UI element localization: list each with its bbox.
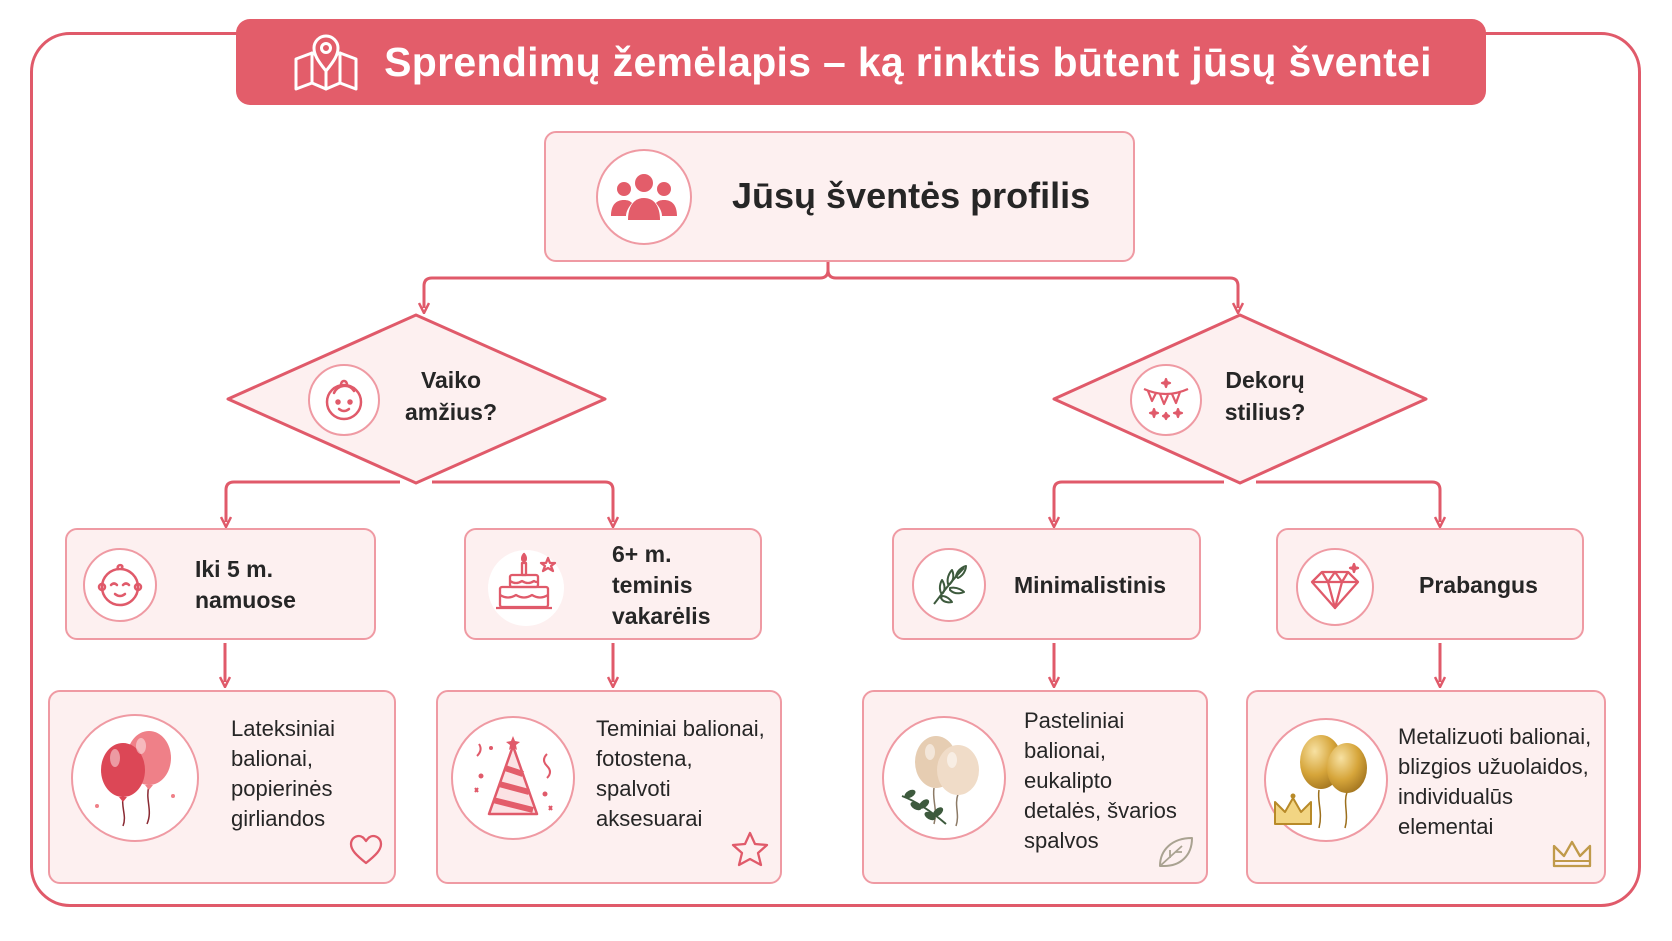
diamond-icon: [1310, 562, 1360, 610]
people-group-icon: [611, 174, 677, 220]
category-minimal-label: Minimalistinis: [1014, 572, 1167, 598]
map-pin-icon: [290, 31, 362, 93]
category-box-6plus: 6+ m. teminis vakarėlis: [464, 528, 762, 640]
root-label: Jūsų šventės profilis: [732, 175, 1091, 216]
child-face-icon: [325, 379, 363, 421]
connector-root-left: [424, 262, 830, 308]
category-under5-label: Iki 5 m. namuose: [195, 556, 296, 613]
category-6plus-label: 6+ m. teminis vakarėlis: [612, 541, 711, 629]
pastel-balloons-icon: [901, 736, 979, 827]
diamond-icon-circle: [1296, 548, 1374, 626]
heart-icon: [349, 834, 383, 865]
party-hat-icon-circle: [451, 716, 575, 840]
category-box-under5: Iki 5 m. namuose: [65, 528, 376, 640]
red-balloons-icon-circle: [71, 714, 199, 842]
title-banner: Sprendimų žemėlapis – ką rinktis būtent …: [236, 19, 1486, 105]
decision-diamond-style: Dekorų stilius?: [1050, 312, 1430, 486]
birthday-cake-icon: [488, 550, 564, 626]
connector-age-left: [226, 480, 400, 522]
star-icon: [731, 831, 769, 867]
leaf-icon: [1159, 837, 1193, 867]
eucalyptus-branch-icon: [933, 565, 967, 605]
connector-style-right: [1256, 480, 1440, 522]
result-pastel-text: Pasteliniai balionai, eukalipto detalės,…: [1024, 708, 1177, 853]
crown-icon: [1552, 840, 1592, 868]
connector-age-right: [432, 480, 613, 522]
root-node: Jūsų šventės profilis: [544, 131, 1135, 262]
bunting-icon-circle: [1130, 364, 1202, 436]
connector-root-right: [826, 262, 1238, 308]
result-themed-text: Teminiai balionai, fotostena, spalvoti a…: [596, 716, 765, 831]
birthday-cake-icon-wrap: [486, 544, 566, 628]
category-luxury-label: Prabangus: [1419, 572, 1538, 598]
result-latex-text: Lateksiniai balionai, popierinės girlian…: [231, 716, 335, 831]
decision-style-label: Dekorų stilius?: [1224, 367, 1306, 425]
result-metallic-text: Metalizuoti balionai, blizgios užuolaido…: [1398, 724, 1592, 839]
party-hat-icon: [474, 736, 553, 816]
baby-face-icon: [97, 563, 143, 607]
result-box-latex: Lateksiniai balionai, popierinės girlian…: [48, 690, 396, 884]
result-box-pastel: Pasteliniai balionai, eukalipto detalės,…: [862, 690, 1208, 884]
result-box-themed: Teminiai balionai, fotostena, spalvoti a…: [436, 690, 782, 884]
result-box-metallic: Metalizuoti balionai, blizgios užuolaido…: [1246, 690, 1606, 884]
diagram-title: Sprendimų žemėlapis – ką rinktis būtent …: [384, 38, 1432, 85]
child-face-icon-circle: [308, 364, 380, 436]
baby-face-icon-circle: [83, 548, 157, 622]
root-icon-circle: [596, 149, 692, 245]
gold-balloons-crown-icon: [1274, 735, 1367, 829]
gold-balloons-icon-circle: [1264, 718, 1388, 842]
decision-age-label: Vaiko amžius?: [404, 367, 498, 425]
category-box-luxury: Prabangus: [1276, 528, 1584, 640]
bunting-sparkle-icon: [1143, 377, 1189, 421]
connector-style-left: [1054, 480, 1224, 522]
decision-diamond-age: Vaiko amžius?: [224, 312, 609, 486]
category-box-minimal: Minimalistinis: [892, 528, 1201, 640]
pastel-balloons-icon-circle: [882, 716, 1006, 840]
eucalyptus-icon-circle: [912, 548, 986, 622]
red-balloons-icon: [95, 731, 175, 827]
